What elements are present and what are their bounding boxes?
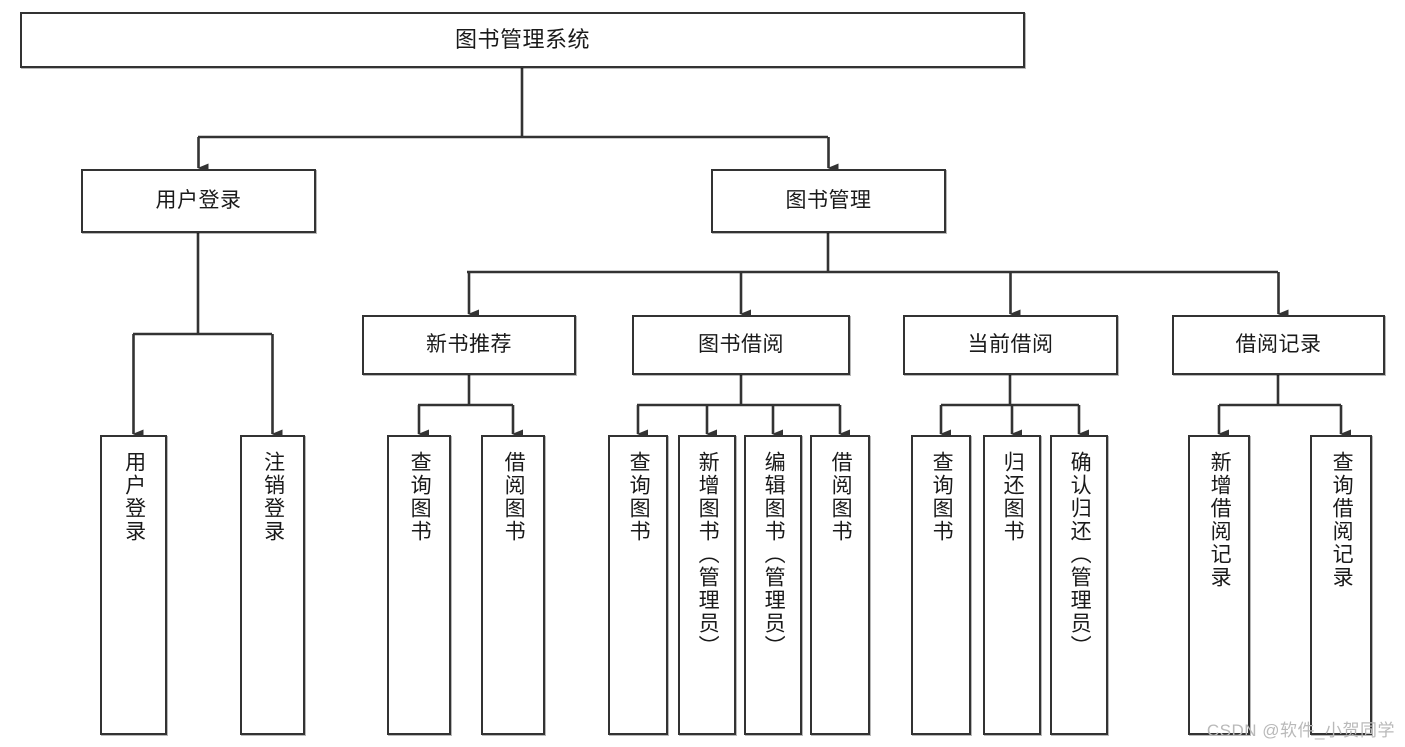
csdn-watermark: CSDN @软件_小贺同学: [1206, 721, 1395, 740]
node-book-manage-label: 图书管理: [785, 188, 872, 212]
leaf-add-borrow-record[interactable]: 新增借阅记录: [1188, 435, 1250, 735]
node-root[interactable]: 图书管理系统: [20, 12, 1025, 68]
leaf-edit-book[interactable]: 编辑图书（管理员）: [744, 435, 802, 735]
node-current-borrow[interactable]: 当前借阅: [903, 315, 1118, 375]
leaf-confirm-return[interactable]: 确认归还（管理员）: [1050, 435, 1108, 735]
node-book-borrow[interactable]: 图书借阅: [632, 315, 850, 375]
node-book-borrow-label: 图书借阅: [698, 332, 784, 356]
leaf-query-book-1-label: 查询图书: [408, 451, 432, 543]
node-new-book-recommend[interactable]: 新书推荐: [362, 315, 576, 375]
leaf-borrow-book-2[interactable]: 借阅图书: [810, 435, 870, 735]
leaf-logout[interactable]: 注销登录: [240, 435, 305, 735]
leaf-add-book[interactable]: 新增图书（管理员）: [678, 435, 736, 735]
leaf-logout-label: 注销登录: [261, 451, 285, 543]
leaf-query-book-1[interactable]: 查询图书: [387, 435, 451, 735]
leaf-return-book-label: 归还图书: [1001, 451, 1025, 543]
node-book-manage[interactable]: 图书管理: [711, 169, 946, 233]
node-user-login[interactable]: 用户登录: [81, 169, 316, 233]
node-borrow-record-label: 借阅记录: [1235, 332, 1322, 356]
leaf-borrow-book-2-label: 借阅图书: [829, 451, 853, 543]
leaf-borrow-book-1[interactable]: 借阅图书: [481, 435, 545, 735]
node-root-label: 图书管理系统: [454, 27, 590, 53]
leaf-add-borrow-record-label: 新增借阅记录: [1208, 451, 1232, 589]
leaf-user-login-label: 用户登录: [122, 451, 146, 543]
node-borrow-record[interactable]: 借阅记录: [1172, 315, 1385, 375]
leaf-query-book-3[interactable]: 查询图书: [911, 435, 971, 735]
leaf-query-borrow-record[interactable]: 查询借阅记录: [1310, 435, 1372, 735]
leaf-query-book-2[interactable]: 查询图书: [608, 435, 668, 735]
leaf-confirm-return-label: 确认归还（管理员）: [1068, 451, 1092, 658]
leaf-query-book-3-label: 查询图书: [930, 451, 954, 543]
node-user-login-label: 用户登录: [155, 188, 242, 212]
leaf-query-borrow-record-label: 查询借阅记录: [1330, 451, 1354, 589]
leaf-return-book[interactable]: 归还图书: [983, 435, 1041, 735]
leaf-add-book-label: 新增图书（管理员）: [696, 451, 720, 658]
leaf-user-login[interactable]: 用户登录: [100, 435, 167, 735]
node-current-borrow-label: 当前借阅: [967, 332, 1054, 356]
leaf-borrow-book-1-label: 借阅图书: [502, 451, 526, 543]
leaf-query-book-2-label: 查询图书: [627, 451, 651, 543]
leaf-edit-book-label: 编辑图书（管理员）: [762, 451, 786, 658]
node-new-book-recommend-label: 新书推荐: [426, 332, 512, 356]
